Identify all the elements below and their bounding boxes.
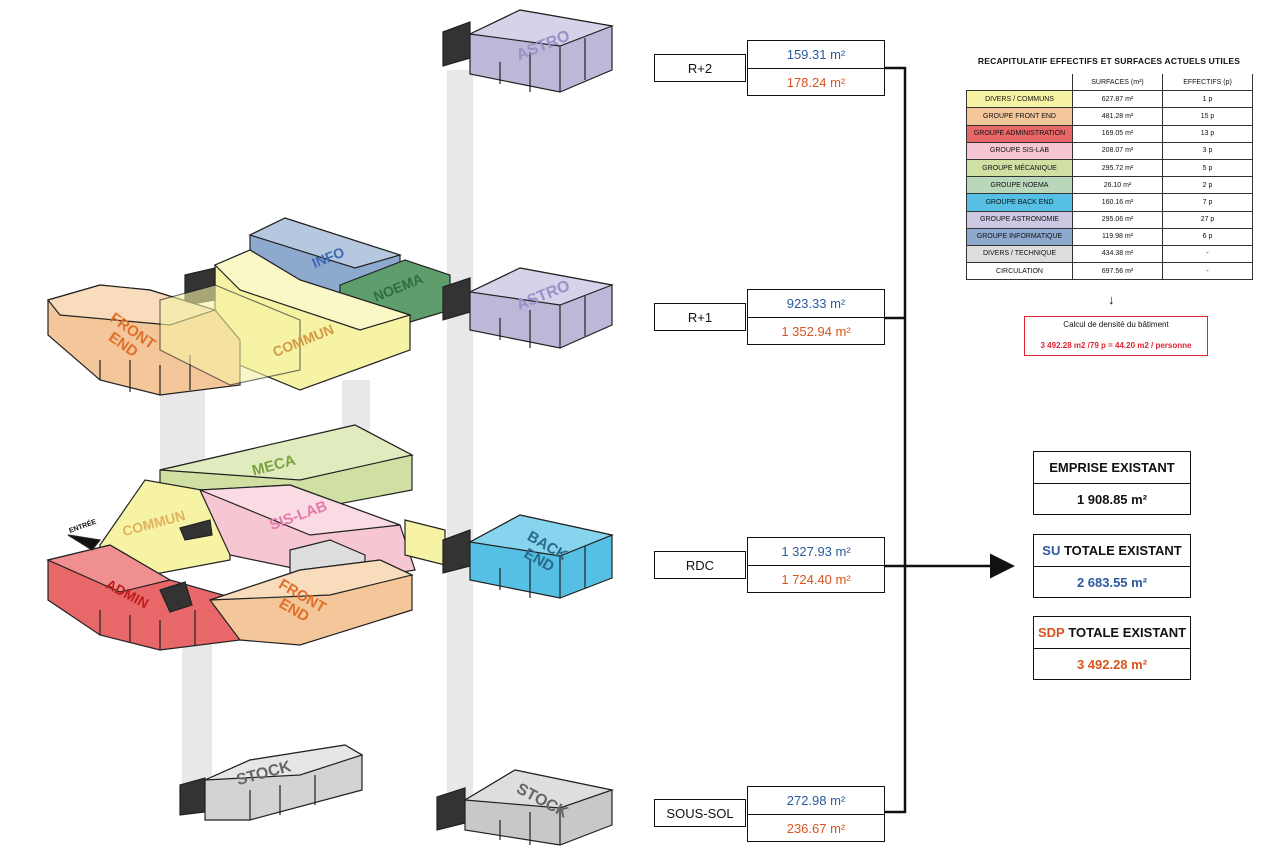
- recap-effectif-cell: 1 p: [1162, 90, 1253, 109]
- su-total-value: 2 683.55 m²: [1076, 574, 1148, 590]
- level-area-r1: 923.33 m² 1 352.94 m²: [747, 289, 885, 345]
- recap-effectif-cell: 13 p: [1162, 124, 1253, 143]
- recap-surface-cell: 481.28 m²: [1072, 107, 1163, 126]
- level-area-r2: 159.31 m² 178.24 m²: [747, 40, 885, 96]
- floor-r1-block: INFO NOEMA ASTRO FRONTEND COMMUN: [46, 217, 615, 396]
- recap-group-cell: GROUPE ADMINISTRATION: [966, 124, 1073, 143]
- emprise-label: EMPRISE EXISTANT: [1034, 452, 1190, 484]
- recap-group-cell: GROUPE ASTRONOMIE: [966, 210, 1073, 229]
- recap-effectif-cell: 27 p: [1162, 210, 1253, 229]
- level-sdp-r1: 1 352.94 m²: [781, 324, 851, 339]
- recap-effectif-cell: 2 p: [1162, 176, 1253, 195]
- su-total-box: SU TOTALE EXISTANT 2 683.55 m²: [1033, 534, 1191, 598]
- level-su-sous-sol: 272.98 m²: [748, 787, 884, 815]
- su-prefix: SU: [1042, 543, 1061, 558]
- recap-surface-cell: 119.98 m²: [1072, 227, 1163, 246]
- level-su-rdc: 1 327.93 m²: [748, 538, 884, 566]
- floor-r2-block: ASTRO: [442, 9, 615, 93]
- recap-effectif-cell: 15 p: [1162, 107, 1253, 126]
- recap-effectif-cell: -: [1162, 244, 1253, 264]
- recap-table: SURFACES (m²) EFFECTIFS (p) DIVERS / COM…: [966, 74, 1253, 281]
- level-area-rdc: 1 327.93 m² 1 724.40 m²: [747, 537, 885, 593]
- recap-group-cell: DIVERS / COMMUNS: [966, 90, 1073, 109]
- recap-group-cell: GROUPE INFORMATIQUE: [966, 227, 1073, 246]
- recap-effectif-cell: 3 p: [1162, 141, 1253, 160]
- recap-group-cell: GROUPE BACK END: [966, 193, 1073, 212]
- recap-group-cell: GROUPE NOEMA: [966, 176, 1073, 195]
- floor-sous-sol-block: STOCK STOCK: [179, 744, 615, 846]
- recap-effectif-cell: 6 p: [1162, 227, 1253, 246]
- recap-effectif-cell: 5 p: [1162, 158, 1253, 178]
- level-name-r2: R+2: [654, 54, 746, 82]
- sdp-total-value: 3 492.28 m²: [1076, 656, 1148, 672]
- recap-header-surfaces: SURFACES (m²): [1072, 74, 1163, 92]
- arrow-down-icon: ↓: [1108, 292, 1115, 307]
- sdp-total-label: SDP TOTALE EXISTANT: [1034, 617, 1190, 649]
- recap-surface-cell: 434.38 m²: [1072, 244, 1163, 264]
- sdp-prefix: SDP: [1037, 625, 1065, 640]
- vertical-shafts: [160, 70, 473, 810]
- sdp-total-box: SDP TOTALE EXISTANT 3 492.28 m²: [1033, 616, 1191, 680]
- recap-header-effectifs: EFFECTIFS (p): [1162, 74, 1253, 92]
- recap-surface-cell: 295.06 m²: [1072, 210, 1163, 229]
- recap-surface-cell: 208.07 m²: [1072, 141, 1163, 160]
- recap-header-row: SURFACES (m²) EFFECTIFS (p): [967, 74, 1253, 92]
- emprise-box: EMPRISE EXISTANT 1 908.85 m²: [1033, 451, 1191, 515]
- recap-surface-cell: 26.10 m²: [1072, 176, 1163, 195]
- recap-title: RECAPITULATIF EFFECTIFS ET SURFACES ACTU…: [977, 56, 1241, 66]
- sdp-label-text: TOTALE EXISTANT: [1068, 625, 1187, 640]
- floor-rdc-block: ENTRÉE MECA COMMUN SIS-LAB BACKEND ADMIN…: [46, 424, 615, 651]
- level-su-r2: 159.31 m²: [748, 41, 884, 69]
- level-area-sous-sol: 272.98 m² 236.67 m²: [747, 786, 885, 842]
- density-value: 3 492.28 m2 /79 p = 44.20 m2 / personne: [1040, 341, 1192, 350]
- recap-group-cell: GROUPE FRONT END: [966, 107, 1073, 126]
- level-su-r1: 923.33 m²: [748, 290, 884, 318]
- recap-surface-cell: 169.05 m²: [1072, 124, 1163, 143]
- recap-effectif-cell: 7 p: [1162, 193, 1253, 212]
- recap-group-cell: CIRCULATION: [966, 262, 1073, 281]
- recap-surface-cell: 295.72 m²: [1072, 158, 1163, 178]
- emprise-value: 1 908.85 m²: [1076, 491, 1148, 507]
- recap-header-blank: [967, 74, 1073, 91]
- recap-surface-cell: 627.87 m²: [1072, 90, 1163, 109]
- recap-surface-cell: 160.16 m²: [1072, 193, 1163, 212]
- density-box: Calcul de densité du bâtiment 3 492.28 m…: [1024, 316, 1208, 356]
- recap-surface-cell: 697.56 m²: [1072, 262, 1163, 281]
- recap-group-cell: GROUPE MÉCANIQUE: [966, 158, 1073, 178]
- recap-effectif-cell: -: [1162, 262, 1253, 281]
- level-name-r1: R+1: [654, 303, 746, 331]
- su-total-label: SU TOTALE EXISTANT: [1034, 535, 1190, 567]
- level-sdp-rdc: 1 724.40 m²: [781, 572, 851, 587]
- level-sdp-sous-sol: 236.67 m²: [786, 821, 846, 836]
- level-bracket: [885, 66, 1015, 814]
- entree-label: ENTRÉE: [68, 517, 98, 535]
- recap-group-cell: GROUPE SIS-LAB: [966, 141, 1073, 160]
- recap-table-panel: RECAPITULATIF EFFECTIFS ET SURFACES ACTU…: [966, 56, 1253, 281]
- level-name-sous-sol: SOUS-SOL: [654, 799, 746, 827]
- level-sdp-r2: 178.24 m²: [786, 75, 846, 90]
- recap-group-cell: DIVERS / TECHNIQUE: [966, 244, 1073, 264]
- su-label-text: TOTALE EXISTANT: [1063, 543, 1182, 558]
- density-label: Calcul de densité du bâtiment: [1063, 320, 1169, 329]
- level-name-rdc: RDC: [654, 551, 746, 579]
